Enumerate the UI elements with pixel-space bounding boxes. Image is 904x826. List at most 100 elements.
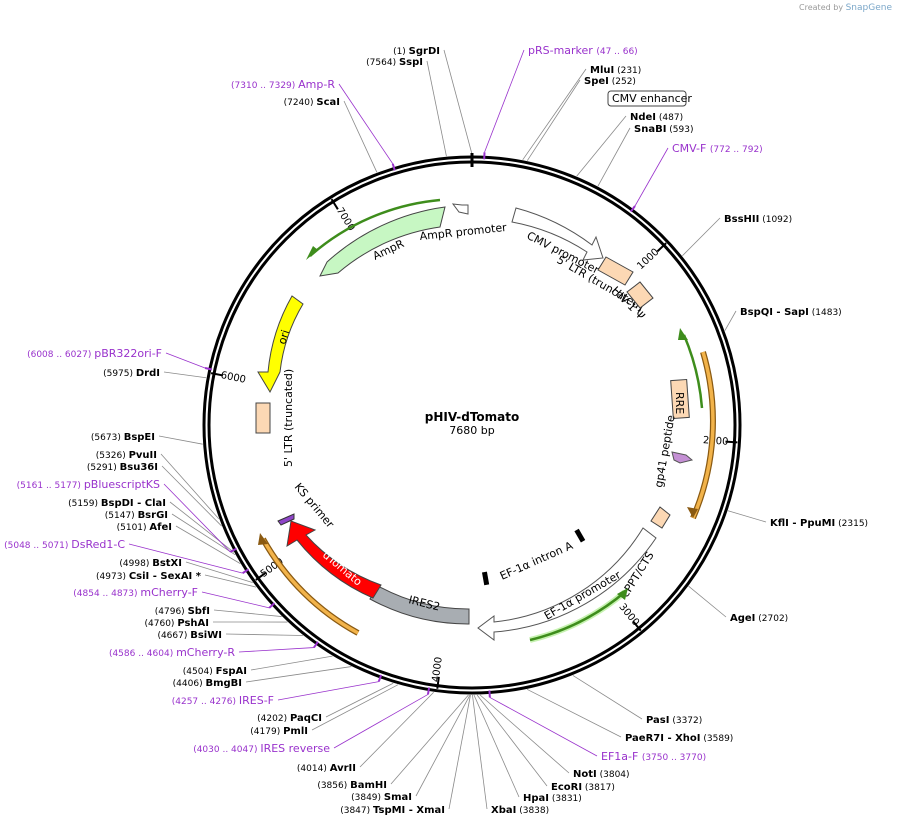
site-position: (4796) xyxy=(155,607,188,617)
primer-label[interactable]: (7310 .. 7329) Amp-R xyxy=(231,78,335,91)
cmv-enhancer-box[interactable] xyxy=(607,90,687,107)
dtomato-arrow[interactable] xyxy=(286,520,382,599)
primer-label[interactable]: (4030 .. 4047) IRES reverse xyxy=(193,742,330,755)
site-name: Bsu36I xyxy=(120,462,158,473)
site-name: PvuII xyxy=(129,450,157,461)
site-position: (2702) xyxy=(755,614,788,624)
ori-arrow[interactable] xyxy=(257,295,304,394)
restriction-site-label[interactable]: (4973) CsiI - SexAI * xyxy=(96,571,202,582)
primer-label[interactable]: pRS-marker (47 .. 66) xyxy=(528,44,638,57)
restriction-site-label[interactable]: (3847) TspMI - XmaI xyxy=(340,805,445,816)
restriction-site-label[interactable]: (4504) FspAI xyxy=(183,666,247,677)
ampr-promoter-arrow[interactable] xyxy=(451,203,469,215)
site-leader-line xyxy=(169,501,235,553)
cppt-cts-box[interactable] xyxy=(650,506,671,529)
site-position: (2315) xyxy=(835,519,868,529)
restriction-site-label[interactable]: (5326) PvuII xyxy=(96,450,157,461)
restriction-site-label[interactable]: XbaI (3838) xyxy=(491,805,549,816)
restriction-site-label[interactable]: (3856) BamHI xyxy=(317,780,387,791)
site-position: (3847) xyxy=(340,806,373,816)
primer-name: mCherry-F xyxy=(140,586,198,599)
restriction-site-label[interactable]: (4179) PmlI xyxy=(250,726,308,737)
ltr5-left-box[interactable] xyxy=(255,402,271,434)
restriction-site-label[interactable]: NdeI (487) xyxy=(630,112,683,123)
restriction-site-label[interactable]: (7564) SspI xyxy=(366,57,423,68)
restriction-site-label[interactable]: (4760) PshAI xyxy=(145,618,209,629)
primer-label[interactable]: (5161 .. 5177) pBluescriptKS xyxy=(17,478,160,491)
restriction-site-label[interactable]: PaeR7I - XhoI (3589) xyxy=(625,733,733,744)
site-name: BspEI xyxy=(124,432,155,443)
restriction-site-label[interactable]: (5147) BsrGI xyxy=(105,510,168,521)
restriction-site-label[interactable]: (4406) BmgBI xyxy=(173,678,242,689)
primer-label[interactable]: (6008 .. 6027) pBR322ori-F xyxy=(27,347,162,360)
site-position: (5326) xyxy=(96,451,129,461)
site-name: PasI xyxy=(646,715,669,726)
restriction-site-label[interactable]: (5291) Bsu36I xyxy=(87,462,158,473)
primer-label[interactable]: (4586 .. 4604) mCherry-R xyxy=(109,646,235,659)
cmv-promoter-arrow[interactable] xyxy=(511,207,604,261)
ks-primer-mark[interactable] xyxy=(277,513,295,526)
restriction-site-label[interactable]: HpaI (3831) xyxy=(523,793,582,804)
restriction-site-label[interactable]: BssHII (1092) xyxy=(724,214,792,225)
site-position: (3804) xyxy=(597,770,630,780)
restriction-site-label[interactable]: MluI (231) xyxy=(590,65,641,76)
bp-tick-label: 2000 xyxy=(703,435,729,448)
primer-range: (4030 .. 4047) xyxy=(193,745,260,755)
primer-name: CMV-F xyxy=(672,142,710,155)
primer-leader-line xyxy=(277,681,379,701)
restriction-site-label[interactable]: (5159) BspDI - ClaI xyxy=(68,498,166,509)
ltr5-right-box[interactable] xyxy=(597,256,634,286)
hiv-psi-box[interactable] xyxy=(626,281,654,309)
restriction-site-label[interactable]: BspQI - SapI (1483) xyxy=(740,307,842,318)
plasmid-size: 7680 bp xyxy=(449,424,494,437)
restriction-site-label[interactable]: (5975) DrdI xyxy=(103,368,160,379)
primer-leader-line xyxy=(165,352,206,369)
site-position: (4760) xyxy=(145,619,178,629)
restriction-site-label[interactable]: (4796) SbfI xyxy=(155,606,210,617)
restriction-site-label[interactable]: AgeI (2702) xyxy=(730,613,788,624)
restriction-site-label[interactable]: (4014) AvrII xyxy=(297,763,356,774)
site-position: (4998) xyxy=(119,559,152,569)
primer-label[interactable]: (4854 .. 4873) mCherry-F xyxy=(73,586,198,599)
primer-range: (47 .. 66) xyxy=(596,47,637,57)
ef1a-promoter-arrow[interactable] xyxy=(477,527,657,641)
primer-label[interactable]: (5048 .. 5071) DsRed1-C xyxy=(4,538,125,551)
restriction-site-label[interactable]: EcoRI (3817) xyxy=(551,782,615,793)
ampr-arrow[interactable] xyxy=(319,206,446,277)
restriction-site-label[interactable]: SpeI (252) xyxy=(584,76,636,87)
restriction-site-label[interactable]: (3849) SmaI xyxy=(351,792,412,803)
bp-tick-label: 3000 xyxy=(616,602,641,629)
orange-track-left xyxy=(261,538,359,635)
restriction-site-label[interactable]: (4667) BsiWI xyxy=(157,630,222,641)
primer-name: Amp-R xyxy=(298,78,335,91)
site-name: PaeR7I - XhoI xyxy=(625,733,701,744)
gp41-peptide-arrow[interactable] xyxy=(671,451,694,464)
rre-box[interactable] xyxy=(670,378,690,420)
primer-leader-line xyxy=(333,694,429,749)
restriction-site-label[interactable]: PasI (3372) xyxy=(646,715,702,726)
bp-tick xyxy=(656,242,667,253)
restriction-site-label[interactable]: (4202) PaqCI xyxy=(257,713,322,724)
site-leader-line xyxy=(576,115,627,177)
site-leader-line xyxy=(479,694,570,774)
restriction-site-label[interactable]: KflI - PpuMI (2315) xyxy=(770,518,868,529)
primer-label[interactable]: (4257 .. 4276) IRES-F xyxy=(172,694,274,707)
site-position: (593) xyxy=(666,125,693,135)
restriction-site-label[interactable]: SnaBI (593) xyxy=(634,124,693,135)
primer-label[interactable]: CMV-F (772 .. 792) xyxy=(672,142,763,155)
site-name: BstXI xyxy=(152,558,182,569)
restriction-site-label[interactable]: NotI (3804) xyxy=(573,769,630,780)
restriction-site-label[interactable]: (5101) AfeI xyxy=(117,522,172,533)
primer-leader-line xyxy=(238,647,314,653)
primer-label[interactable]: EF1a-F (3750 .. 3770) xyxy=(601,750,706,763)
primer-binding-mark xyxy=(426,687,431,695)
restriction-site-label[interactable]: (7240) ScaI xyxy=(284,97,340,108)
primer-name: EF1a-F xyxy=(601,750,642,763)
restriction-site-label[interactable]: (5673) BspEI xyxy=(91,432,155,443)
site-leader-line xyxy=(311,684,399,731)
restriction-site-label[interactable]: (4998) BstXI xyxy=(119,558,182,569)
site-position: (1) xyxy=(393,47,409,57)
site-leader-line xyxy=(597,127,631,187)
restriction-site-label[interactable]: (1) SgrDI xyxy=(393,46,440,57)
